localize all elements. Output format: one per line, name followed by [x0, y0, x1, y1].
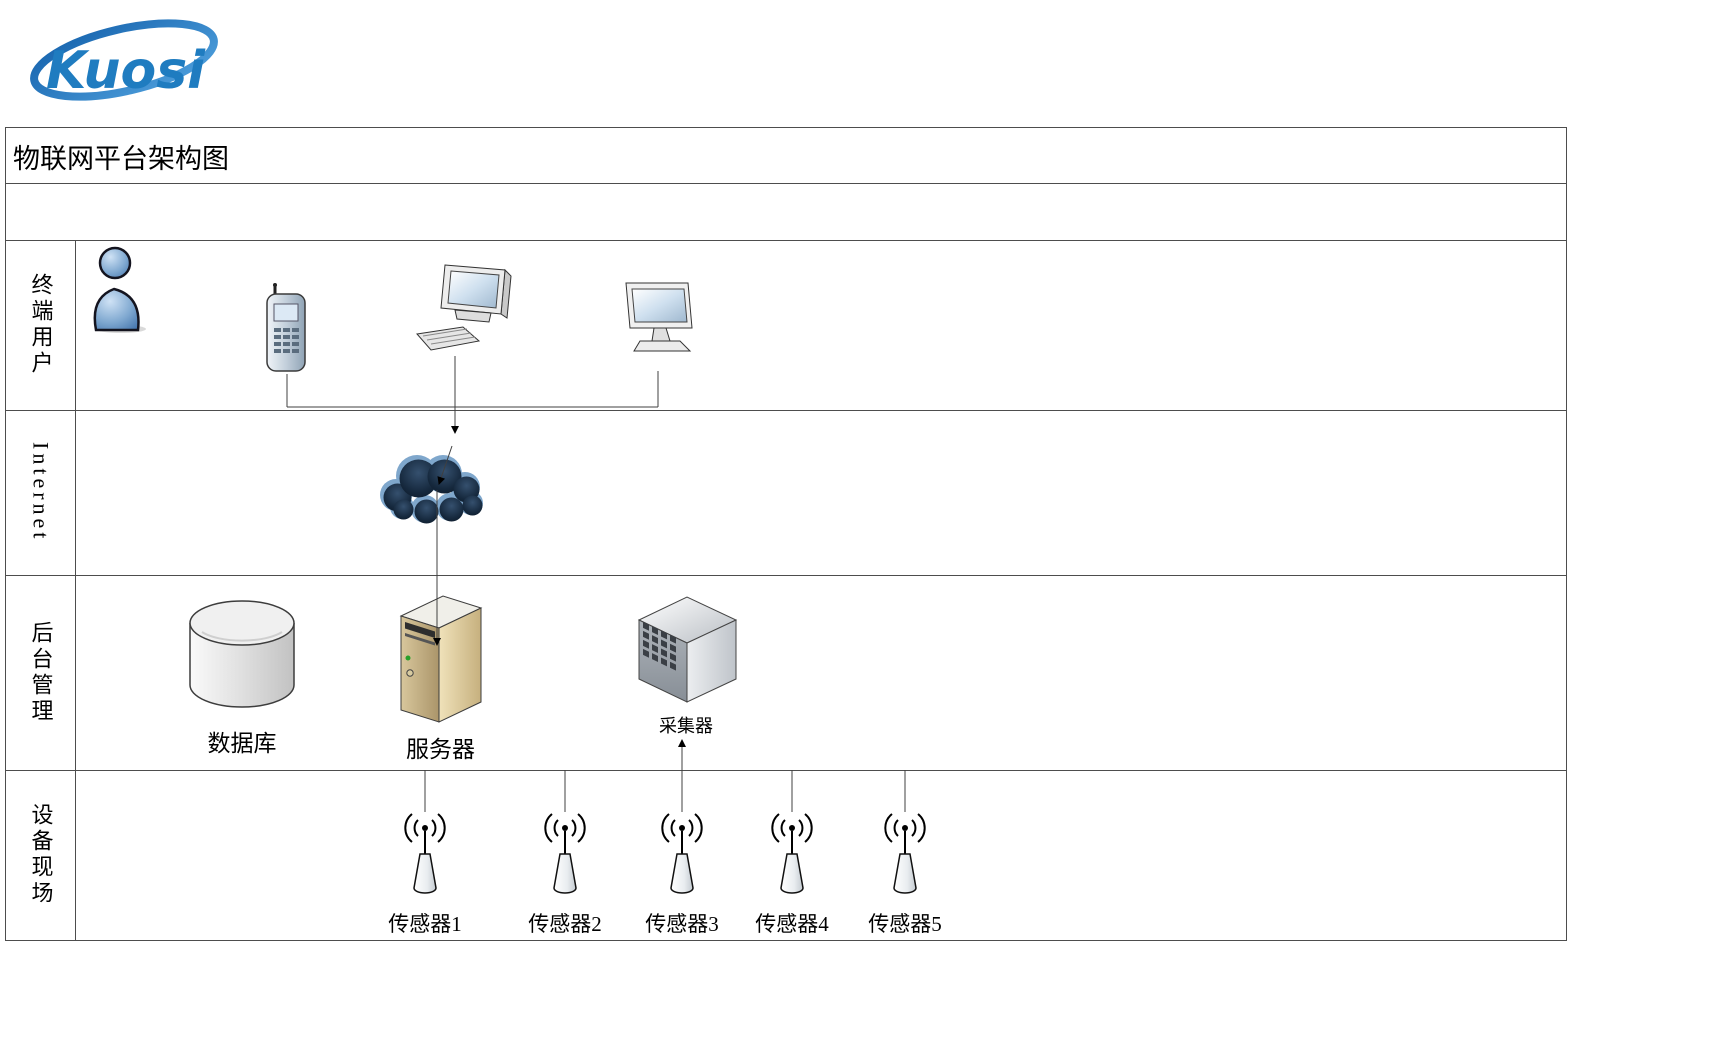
logo-swoosh-icon	[30, 19, 218, 101]
table-border-bottom	[5, 940, 1566, 941]
lane-label-backend: 后台管理	[28, 620, 54, 725]
collector-label: 采集器	[659, 716, 713, 736]
desktop-computer-icon	[415, 262, 515, 357]
sensor-label: 传感器5	[868, 912, 942, 936]
table-border	[5, 410, 1566, 411]
user-icon	[88, 246, 150, 334]
table-border	[5, 770, 1566, 771]
table-border	[5, 240, 1566, 241]
table-border	[5, 575, 1566, 576]
sensor-icon	[768, 800, 816, 900]
sensor-icon	[401, 800, 449, 900]
table-border-left	[5, 127, 6, 941]
table-border	[5, 183, 1566, 184]
sensor-icon	[658, 800, 706, 900]
internet-cloud-icon	[372, 438, 487, 528]
table-border-top	[5, 127, 1566, 128]
database-label: 数据库	[207, 731, 277, 756]
logo-text: Kuosi	[46, 41, 206, 101]
sensor-icon	[541, 800, 589, 900]
collector-icon	[635, 590, 740, 710]
monitor-icon	[618, 280, 698, 372]
sensor-label: 传感器4	[755, 912, 829, 936]
lane-label-divider	[75, 240, 76, 940]
mobile-phone-icon	[262, 282, 312, 374]
lane-label-internet: Internet	[28, 442, 54, 543]
server-label: 服务器	[406, 737, 475, 762]
database-icon	[182, 598, 302, 718]
table-border-right	[1566, 127, 1567, 941]
sensor-label: 传感器2	[528, 912, 602, 936]
server-icon	[393, 592, 488, 727]
lane-label-field: 设备现场	[28, 803, 54, 907]
lane-label-end-user: 终端用户	[28, 273, 54, 377]
diagram-title: 物联网平台架构图	[13, 144, 229, 174]
sensor-label: 传感器1	[388, 912, 462, 936]
sensor-label: 传感器3	[645, 912, 719, 936]
kuosi-logo: Kuosi	[18, 8, 233, 118]
sensor-icon	[881, 800, 929, 900]
